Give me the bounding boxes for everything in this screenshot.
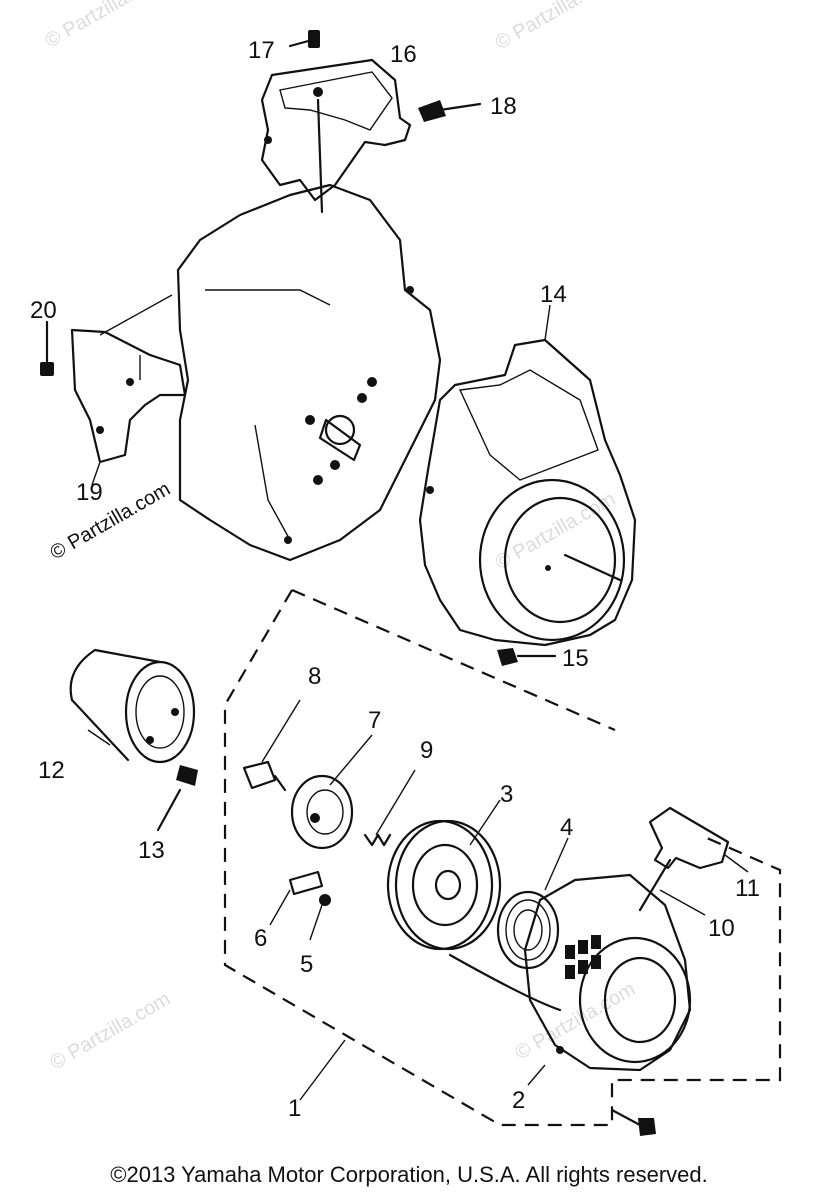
watermark-bottom-left: © Partzilla.com <box>47 988 175 1074</box>
callout-4: 4 <box>560 814 573 841</box>
bolt-part-20 <box>40 320 54 376</box>
bolt-part-17 <box>288 30 320 48</box>
callout-7: 7 <box>368 707 381 734</box>
callout-18: 18 <box>490 93 517 120</box>
callout-6: 6 <box>254 925 267 952</box>
watermark-bottom-right: © Partzilla.com <box>512 978 640 1064</box>
watermark-top-right: © Partzilla.com <box>492 0 620 54</box>
bolt-part-18 <box>418 100 482 122</box>
starter-handle-part-11 <box>648 806 749 873</box>
callout-9: 9 <box>420 737 433 764</box>
bolt-part-15 <box>497 648 557 666</box>
bracket-part-19 <box>70 294 187 464</box>
spring-part-9 <box>363 769 416 847</box>
spiral-spring-part-4 <box>496 837 569 970</box>
bolt-part-13 <box>156 765 198 832</box>
assembly-group-outline-top <box>291 588 616 732</box>
assembly-group-outline <box>223 589 782 1127</box>
copyright-notice: ©2013 Yamaha Motor Corporation, U.S.A. A… <box>110 1162 708 1187</box>
watermark-left-dark: © Partzilla.com <box>47 478 175 564</box>
starter-case-part-2 <box>448 873 692 1086</box>
callout-20: 20 <box>30 297 57 324</box>
callout-2: 2 <box>512 1087 525 1114</box>
top-cover-part-16 <box>260 58 412 202</box>
callout-3: 3 <box>500 781 513 808</box>
callout-17: 17 <box>248 37 275 64</box>
callout-8: 8 <box>308 663 321 690</box>
pulley-part-3 <box>386 799 502 951</box>
callout-14: 14 <box>540 281 567 308</box>
bolt-part-8 <box>242 699 301 792</box>
callout-5: 5 <box>300 951 313 978</box>
leader-part-1 <box>299 1039 346 1101</box>
callout-11: 11 <box>735 875 760 902</box>
fan-housing-part-14 <box>418 338 637 647</box>
starter-rope-part-10 <box>638 858 706 916</box>
callout-19: 19 <box>76 479 103 506</box>
bolt-bottom <box>610 1108 656 1136</box>
starter-cup-part-12 <box>69 648 196 764</box>
callout-10: 10 <box>708 915 735 942</box>
pawl-part-6 <box>269 870 324 926</box>
pin-part-5 <box>309 894 331 941</box>
callout-16: 16 <box>390 41 417 68</box>
callout-15: 15 <box>562 645 589 672</box>
callout-1: 1 <box>288 1095 301 1122</box>
callout-13: 13 <box>138 837 165 864</box>
ratchet-part-7 <box>290 734 373 850</box>
callout-12: 12 <box>38 757 65 784</box>
engine-crankcase <box>176 98 442 562</box>
watermark-top-left: © Partzilla.com <box>42 0 170 52</box>
